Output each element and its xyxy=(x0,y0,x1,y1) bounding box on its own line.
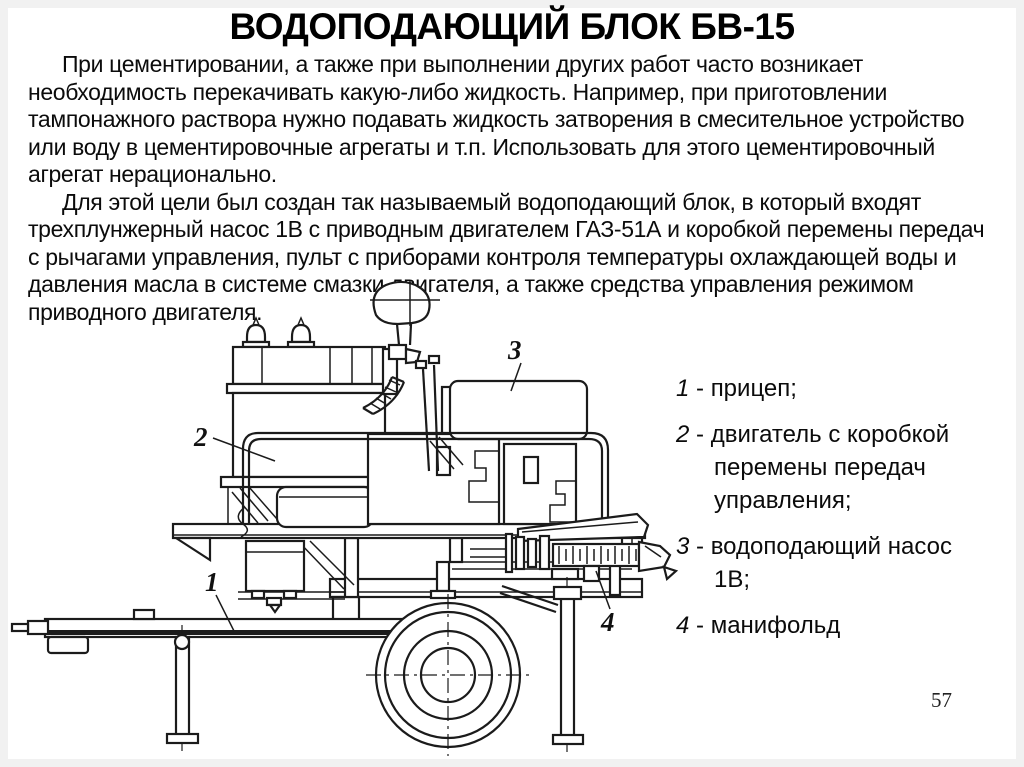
guard-rail xyxy=(241,431,610,531)
legend-separator: - xyxy=(689,533,711,560)
legend-item-2: 2 - двигатель с коробкой перемены переда… xyxy=(676,418,976,517)
description-paragraph: Для этой цели был создан так называемый … xyxy=(28,188,985,325)
legend-text-2: двигатель с коробкой перемены передач уп… xyxy=(710,421,950,514)
legend-text-4: манифольд xyxy=(710,612,841,639)
legend-num-1: 1 xyxy=(676,375,690,402)
intake-hose xyxy=(362,375,406,415)
callouts: 1 2 3 4 xyxy=(193,335,615,637)
gearbox-console xyxy=(366,385,578,526)
intro-paragraph: При цементировании, а также при выполнен… xyxy=(28,51,965,187)
machine-diagram: 1 2 3 4 xyxy=(10,280,679,756)
body-text: При цементировании, а также при выполнен… xyxy=(28,51,995,326)
legend-text-3: водоподающий насос 1В; xyxy=(710,533,952,593)
manifold xyxy=(470,512,679,583)
air-cleaner xyxy=(370,280,440,365)
legend-num-3: 3 xyxy=(676,533,690,560)
page-number: 57 xyxy=(931,688,952,712)
page-title: ВОДОПОДАЮЩИЙ БЛОК БВ-15 xyxy=(229,6,795,47)
control-levers xyxy=(414,354,441,472)
diagram-label-4: 4 xyxy=(600,607,615,637)
legend-num-4: 4 xyxy=(676,612,690,639)
rear-support-leg xyxy=(551,577,585,752)
figure-legend: 1 - прицеп; 2 - двигатель с коробкой пер… xyxy=(676,372,976,655)
legend-text-1: прицеп; xyxy=(710,375,797,402)
diagram-label-1: 1 xyxy=(205,567,219,597)
legend-item-4: 4 - манифольд xyxy=(676,609,976,642)
front-support-leg xyxy=(165,625,200,751)
engine-block xyxy=(219,316,399,538)
legend-num-2: 2 xyxy=(676,421,690,448)
legend-item-3: 3 - водоподающий насос 1В; xyxy=(676,530,976,596)
legend-separator: - xyxy=(689,612,711,639)
legend-item-1: 1 - прицеп; xyxy=(676,372,976,405)
rear-stay xyxy=(499,584,559,614)
legend-separator: - xyxy=(689,421,711,448)
drawbar xyxy=(10,608,447,655)
legend-separator: - xyxy=(689,375,711,402)
diagram-label-2: 2 xyxy=(193,422,208,452)
wheel xyxy=(366,594,530,756)
oil-canister xyxy=(244,539,306,614)
pump-box xyxy=(448,379,589,441)
diagram-label-3: 3 xyxy=(507,335,522,365)
